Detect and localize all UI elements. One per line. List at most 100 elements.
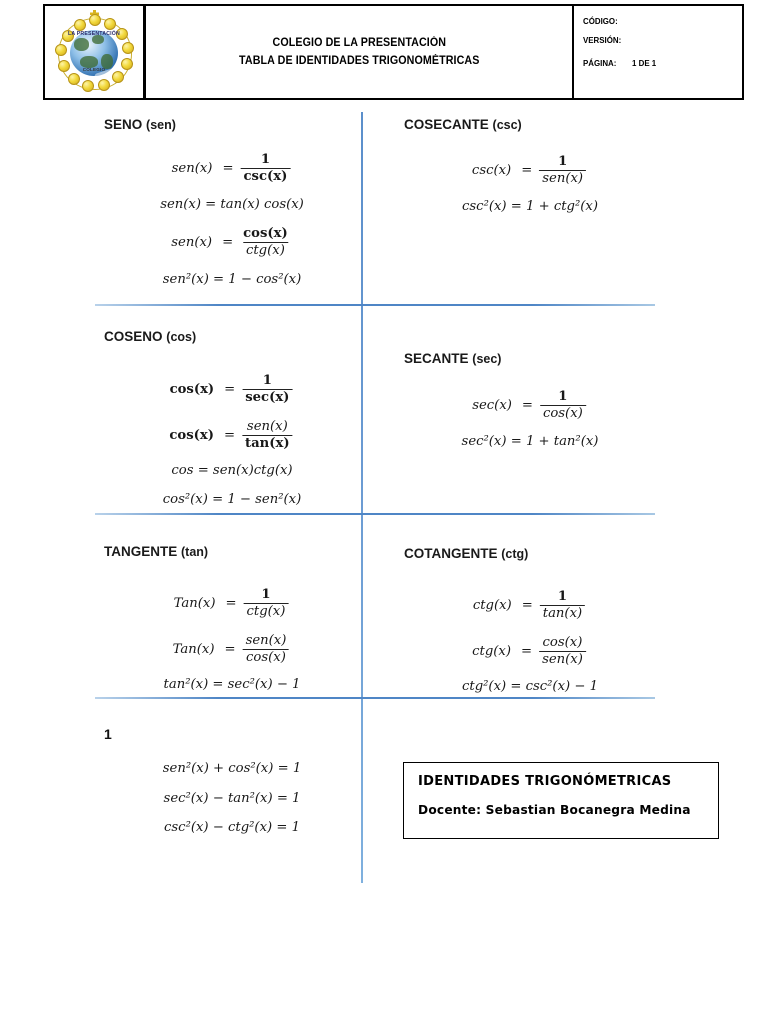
formula-secante-1: sec(x) = 1 cos(x) <box>472 390 588 421</box>
crest-bead <box>121 58 133 70</box>
pagina-row: PÁGINA:1 DE 1 <box>583 58 729 68</box>
crest-bead <box>68 73 80 85</box>
crest-bead <box>116 28 128 40</box>
coseno-1-lhs: cos(x) <box>169 381 215 397</box>
seno-abbr: (sen) <box>146 118 176 132</box>
section-heading-pythagorean: 1 <box>104 726 112 742</box>
cotangente-2-numerator: cos(x) <box>542 635 583 650</box>
coseno-2-numerator: sen(x) <box>246 419 288 434</box>
coseno-4-text: cos²(x) = 1 − sen²(x) <box>162 492 302 507</box>
tangente-1-denominator: ctg(x) <box>243 602 289 619</box>
horizontal-divider-1 <box>95 304 655 306</box>
coseno-2-fraction: sen(x) tan(x) <box>242 420 293 451</box>
crest-bead <box>58 60 70 72</box>
coseno-2-denominator: tan(x) <box>242 434 293 451</box>
crest-bead <box>62 30 74 42</box>
tangente-2-numerator: sen(x) <box>245 633 287 648</box>
cosecante-1-lhs: csc(x) <box>471 162 512 178</box>
cosecante-name: COSECANTE <box>404 117 489 132</box>
formula-coseno-1: cos(x) = 1 sec(x) <box>170 374 295 405</box>
cotangente-1-denominator: tan(x) <box>539 604 586 621</box>
info-box-title: IDENTIDADES TRIGONÓMETRICAS <box>418 774 672 789</box>
formula-coseno-2: cos(x) = sen(x) tan(x) <box>169 420 294 451</box>
tangente-1-fraction: 1 ctg(x) <box>243 588 289 619</box>
coseno-1-fraction: 1 sec(x) <box>242 373 293 405</box>
section-heading-coseno: COSENO (cos) <box>104 329 196 344</box>
section-heading-seno: SENO (sen) <box>104 117 176 132</box>
coseno-1-denominator: sec(x) <box>242 388 293 405</box>
formula-seno-4: sen²(x) = 1 − cos²(x) <box>163 272 301 287</box>
crest-text-top: LA PRESENTACIÓN <box>68 31 120 37</box>
coseno-3-text: cos = sen(x)ctg(x) <box>171 463 293 478</box>
crest-text-bottom: COLEGIO <box>82 67 106 72</box>
secante-abbr: (sec) <box>472 352 502 366</box>
seno-1-fraction: 1 csc(x) <box>240 152 291 184</box>
secante-1-numerator: 1 <box>558 389 568 404</box>
horizontal-divider-2 <box>95 513 655 515</box>
institution-name: COLEGIO DE LA PRESENTACIÓN <box>272 37 446 49</box>
section-heading-secante: SECANTE (sec) <box>404 351 501 366</box>
cotangente-1-numerator: 1 <box>557 589 568 604</box>
section-heading-tangente: TANGENTE (tan) <box>104 544 208 559</box>
crest-bead <box>55 44 67 56</box>
secante-name: SECANTE <box>404 351 469 366</box>
seno-1-denominator: csc(x) <box>240 167 291 184</box>
seno-3-denominator: ctg(x) <box>242 241 288 258</box>
crest-bead <box>82 80 94 92</box>
cosecante-1-fraction: 1 sen(x) <box>539 154 587 186</box>
cotangente-1-lhs: ctg(x) <box>472 597 512 613</box>
formula-cotangente-3: ctg²(x) = csc²(x) − 1 <box>462 679 598 694</box>
cotangente-2-fraction: cos(x) sen(x) <box>539 636 586 667</box>
formula-tangente-3: tan²(x) = sec²(x) − 1 <box>164 677 301 692</box>
formula-seno-1: sen(x) = 1 csc(x) <box>172 153 293 184</box>
formula-cotangente-1: ctg(x) = 1 tan(x) <box>473 590 587 621</box>
codigo-row: CÓDIGO: <box>583 16 729 26</box>
formula-seno-2: sen(x) = tan(x) cos(x) <box>160 197 304 212</box>
section-heading-cosecante: COSECANTE (csc) <box>404 117 522 132</box>
formula-tangente-1: Tan(x) = 1 ctg(x) <box>174 588 291 619</box>
cosecante-1-numerator: 1 <box>558 154 568 169</box>
formula-coseno-4: cos²(x) = 1 − sen²(x) <box>163 492 301 507</box>
formula-pythagorean-2: sec²(x) − tan²(x) = 1 <box>164 791 301 806</box>
cotangente-2-lhs: ctg(x) <box>472 643 511 659</box>
coseno-1-numerator: 1 <box>262 373 272 388</box>
crest-bead <box>98 79 110 91</box>
version-label: VERSIÓN: <box>583 35 622 45</box>
coseno-abbr: (cos) <box>166 330 197 344</box>
formula-cotangente-2: ctg(x) = cos(x) sen(x) <box>472 636 588 667</box>
tangente-2-denominator: cos(x) <box>243 648 289 665</box>
cotangente-2-denominator: sen(x) <box>539 650 586 667</box>
header-title-cell: COLEGIO DE LA PRESENTACIÓN TABLA DE IDEN… <box>146 6 574 98</box>
formula-cosecante-1: csc(x) = 1 sen(x) <box>472 155 588 186</box>
section-heading-cotangente: COTANGENTE (ctg) <box>404 546 528 561</box>
version-row: VERSIÓN: <box>583 35 729 45</box>
crest-bead <box>122 42 134 54</box>
seno-2-text: sen(x) = tan(x) cos(x) <box>160 197 304 212</box>
vertical-divider <box>361 112 363 883</box>
seno-3-lhs: sen(x) <box>171 234 213 250</box>
tangente-1-lhs: Tan(x) <box>173 595 216 611</box>
tangente-2-fraction: sen(x) cos(x) <box>243 634 290 665</box>
tangente-3-text: tan²(x) = sec²(x) − 1 <box>163 677 301 692</box>
horizontal-divider-3 <box>95 697 655 699</box>
formula-pythagorean-3: csc²(x) − ctg²(x) = 1 <box>164 820 300 835</box>
seno-1-numerator: 1 <box>260 152 271 167</box>
secante-1-fraction: 1 cos(x) <box>539 389 586 421</box>
coseno-2-lhs: cos(x) <box>169 427 214 443</box>
pythagorean-1-text: sen²(x) + cos²(x) = 1 <box>162 761 302 776</box>
formula-coseno-3: cos = sen(x)ctg(x) <box>171 463 292 478</box>
formula-cosecante-2: csc²(x) = 1 + ctg²(x) <box>462 199 598 214</box>
cosecante-1-denominator: sen(x) <box>539 169 587 186</box>
header-logo-cell: LA PRESENTACIÓN COLEGIO <box>45 6 146 98</box>
tangente-name: TANGENTE <box>104 544 178 559</box>
crest-bead <box>74 19 86 31</box>
crest-globe-icon <box>70 30 118 76</box>
document-header-table: LA PRESENTACIÓN COLEGIO COLEGIO DE LA PR… <box>43 4 744 100</box>
codigo-label: CÓDIGO: <box>583 16 618 26</box>
formula-seno-3: sen(x) = cos(x) ctg(x) <box>171 227 292 258</box>
secante-1-lhs: sec(x) <box>472 397 512 413</box>
document-title: TABLA DE IDENTIDADES TRIGONOMÉTRICAS <box>238 55 480 67</box>
tangente-abbr: (tan) <box>181 545 209 559</box>
crest-bead <box>104 18 116 30</box>
cotangente-1-fraction: 1 tan(x) <box>539 589 586 621</box>
